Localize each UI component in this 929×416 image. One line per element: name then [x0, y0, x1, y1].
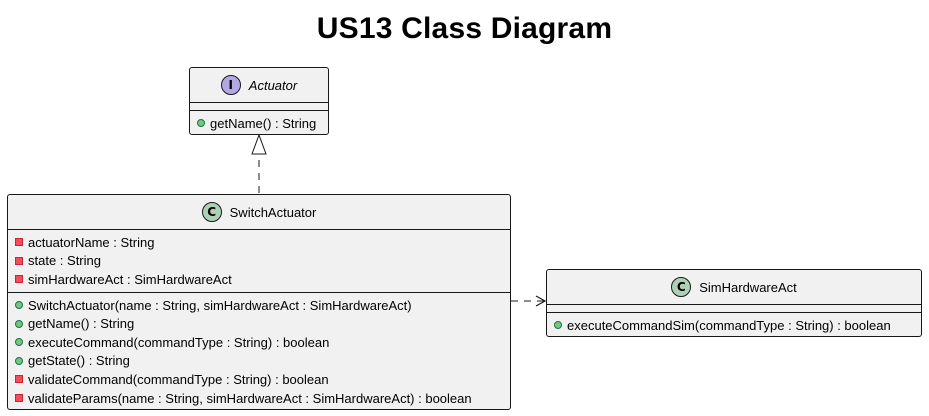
public-visibility-icon	[554, 321, 562, 330]
public-visibility-icon	[15, 319, 23, 328]
method-row: validateParams(name : String, simHardwar…	[8, 389, 510, 408]
method-text: executeCommand(commandType : String) : b…	[28, 334, 330, 350]
class-badge-icon: C	[671, 277, 692, 297]
method-text: getState() : String	[28, 353, 130, 369]
method-text: getName() : String	[28, 316, 135, 332]
methods-compartment: SwitchActuator(name : String, simHardwar…	[8, 291, 510, 411]
interface-badge-icon: I	[220, 75, 241, 95]
field-text: simHardwareAct : SimHardwareAct	[28, 271, 232, 287]
fields-compartment: actuatorName : String state : String sim…	[8, 229, 510, 292]
class-sim-hardware-act[interactable]: C SimHardwareAct executeCommandSim(comma…	[546, 269, 922, 337]
realization-edge	[251, 133, 267, 193]
field-row: simHardwareAct : SimHardwareAct	[8, 270, 510, 289]
method-text: validateParams(name : String, simHardwar…	[28, 390, 472, 406]
class-name: SwitchActuator	[229, 204, 317, 220]
class-name: SimHardwareAct	[699, 279, 797, 295]
method-row: executeCommand(commandType : String) : b…	[8, 333, 510, 352]
public-visibility-icon	[15, 301, 23, 310]
field-row: state : String	[8, 252, 510, 271]
fields-compartment	[190, 102, 328, 110]
fields-compartment	[547, 304, 921, 312]
method-row: validateCommand(commandType : String) : …	[8, 370, 510, 389]
method-row: executeCommandSim(commandType : String) …	[547, 316, 921, 335]
dependency-arrowhead	[535, 295, 547, 307]
private-visibility-icon	[15, 275, 23, 284]
private-visibility-icon	[15, 238, 23, 247]
class-header: I Actuator	[190, 68, 328, 102]
class-switch-actuator[interactable]: C SwitchActuator actuatorName : String s…	[7, 194, 511, 410]
method-row: getState() : String	[8, 352, 510, 371]
realization-arrowhead	[251, 133, 267, 155]
method-row: SwitchActuator(name : String, simHardwar…	[8, 296, 510, 315]
method-row: getName() : String	[8, 314, 510, 333]
field-text: actuatorName : String	[28, 234, 155, 250]
public-visibility-icon	[15, 356, 23, 365]
diagram-title: US13 Class Diagram	[316, 12, 613, 45]
field-row: actuatorName : String	[8, 233, 510, 252]
private-visibility-icon	[15, 394, 23, 403]
methods-compartment: executeCommandSim(commandType : String) …	[547, 312, 921, 338]
method-text: getName() : String	[210, 115, 317, 131]
class-header: C SwitchActuator	[8, 195, 510, 229]
methods-compartment: getName() : String	[190, 110, 328, 136]
method-text: SwitchActuator(name : String, simHardwar…	[28, 297, 412, 313]
private-visibility-icon	[15, 256, 23, 265]
field-text: state : String	[28, 253, 101, 269]
public-visibility-icon	[15, 338, 23, 347]
class-name: Actuator	[248, 77, 298, 93]
method-text: executeCommandSim(commandType : String) …	[567, 317, 891, 333]
class-header: C SimHardwareAct	[547, 270, 921, 304]
public-visibility-icon	[197, 119, 205, 128]
private-visibility-icon	[15, 375, 23, 384]
class-badge-icon: C	[201, 202, 222, 222]
dependency-edge	[511, 295, 547, 307]
class-actuator[interactable]: I Actuator getName() : String	[189, 67, 329, 135]
method-text: validateCommand(commandType : String) : …	[28, 371, 329, 387]
method-row: getName() : String	[190, 114, 328, 133]
